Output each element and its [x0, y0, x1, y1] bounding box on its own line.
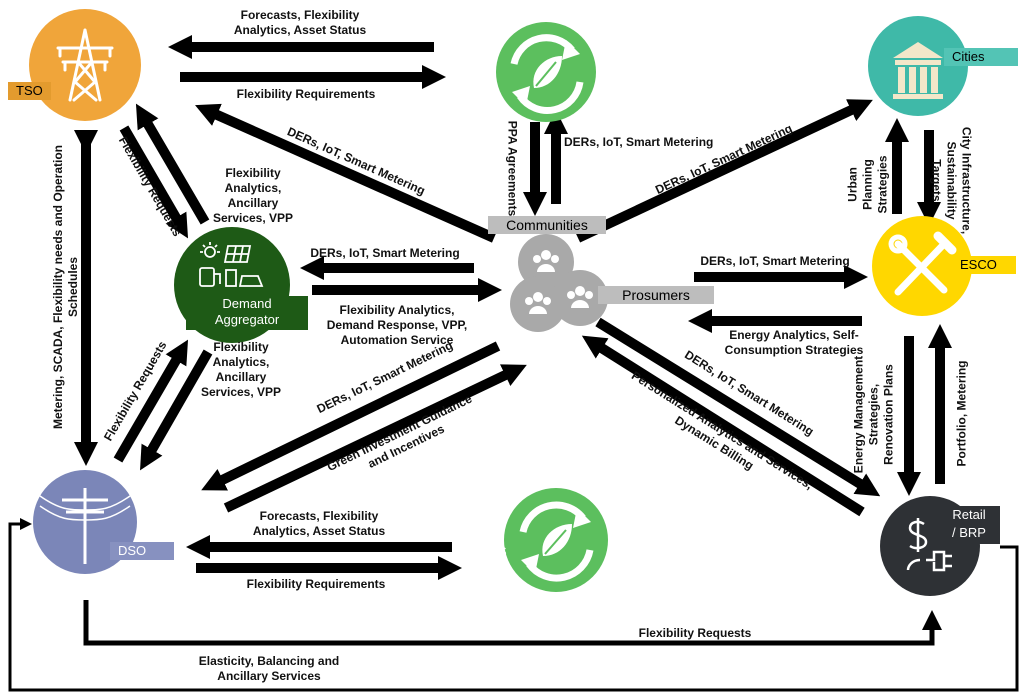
- people-group-icon: [525, 250, 593, 314]
- flow-arrows: [8, 34, 1019, 692]
- label-res-to-dso: Forecasts, Flexibility Analytics, Asset …: [252, 509, 386, 538]
- city-hall-icon: [893, 42, 943, 99]
- arrow-tso-to-da: [119, 125, 189, 239]
- arrow-da-to-tso: [135, 103, 210, 225]
- retail-label-line2: / BRP: [952, 525, 986, 540]
- solar-charging-icon: [199, 242, 264, 287]
- label-da-to-tso: Flexibility Analytics, Ancillary Service…: [212, 166, 294, 225]
- dso-label: DSO: [110, 542, 174, 560]
- wrench-hammer-icon: [888, 231, 957, 296]
- communities-node: [510, 234, 608, 332]
- label-da-to-communities: Flexibility Analytics, Demand Response, …: [326, 303, 468, 347]
- label-res-to-tso: Forecasts, Flexibility Analytics, Asset …: [233, 8, 367, 37]
- esco-node: [872, 216, 972, 316]
- label-esco-to-retail: Energy Management Strategies, Renovation…: [851, 355, 896, 474]
- tso-node: [29, 9, 141, 121]
- label-da-to-dso: Flexibility Analytics, Ancillary Service…: [200, 340, 282, 399]
- cities-label: Cities: [944, 48, 1018, 66]
- label-esco-to-prosumers: Energy Analytics, Self-Consumption Strat…: [724, 328, 864, 357]
- communities-label: Communities: [488, 216, 606, 234]
- arrow-communities-to-dso: [201, 341, 501, 491]
- label-communities-to-res: DERs, IoT, Smart Metering: [564, 135, 714, 149]
- label-communities-to-da: DERs, IoT, Smart Metering: [310, 246, 460, 260]
- prosumers-label: Prosumers: [598, 286, 714, 304]
- arrow-dso-to-retail: [83, 600, 942, 646]
- res-bottom-label: RES: [480, 544, 507, 559]
- cities-node: [868, 16, 968, 116]
- label-cities-to-esco: City Infrastructure, Sustainability Targ…: [929, 126, 974, 235]
- res-top-node: [496, 22, 596, 122]
- label-tso-dso: Metering, SCADA, Flexibility needs and O…: [51, 144, 80, 430]
- recycle-leaf-icon: [519, 501, 594, 582]
- dollar-plug-icon: [906, 518, 952, 572]
- arrow-retail-to-dso: [8, 518, 1019, 692]
- res-top-label: RES: [470, 88, 497, 103]
- label-retail-to-esco: Portfolio, Metering: [954, 360, 969, 467]
- esco-label: ESCO: [952, 256, 1016, 274]
- power-pole-icon: [39, 488, 131, 564]
- retail-label: Retail / BRP: [938, 506, 1000, 544]
- tso-label: TSO: [8, 82, 51, 100]
- arrow-communities-to-retail: [595, 317, 881, 497]
- arrow-dso-to-communities: [223, 364, 527, 513]
- res-bottom-node: [504, 488, 608, 592]
- label-res-to-communities: PPA Agreements: [505, 120, 520, 217]
- demand-aggregator-label-line1: Demand: [222, 296, 272, 311]
- arrow-communities-to-tso: [195, 103, 497, 243]
- label-retail-to-dso: Elasticity, Balancing and Ancillary Serv…: [198, 654, 340, 683]
- recycle-leaf-icon: [510, 34, 584, 114]
- demand-aggregator-label-line2: Aggregator: [214, 312, 280, 327]
- label-esco-to-cities: Urban Planning Strategies: [845, 155, 890, 214]
- arrow-communities-to-cities: [575, 99, 873, 243]
- arrow-dso-to-da: [113, 339, 189, 463]
- label-tso-to-res: Flexibility Requirements: [236, 87, 376, 101]
- arrow-da-to-dso: [140, 349, 213, 471]
- transmission-tower-icon: [56, 28, 114, 102]
- arrow-retail-to-communities: [581, 335, 865, 517]
- demand-aggregator-label: Demand Aggregator: [186, 296, 308, 330]
- label-dso-to-res: Flexibility Requirements: [246, 577, 386, 591]
- retail-label-line1: Retail: [952, 507, 986, 522]
- label-prosumers-to-esco: DERs, IoT, Smart Metering: [700, 254, 850, 268]
- label-dso-to-retail: Flexibility Requests: [638, 626, 752, 640]
